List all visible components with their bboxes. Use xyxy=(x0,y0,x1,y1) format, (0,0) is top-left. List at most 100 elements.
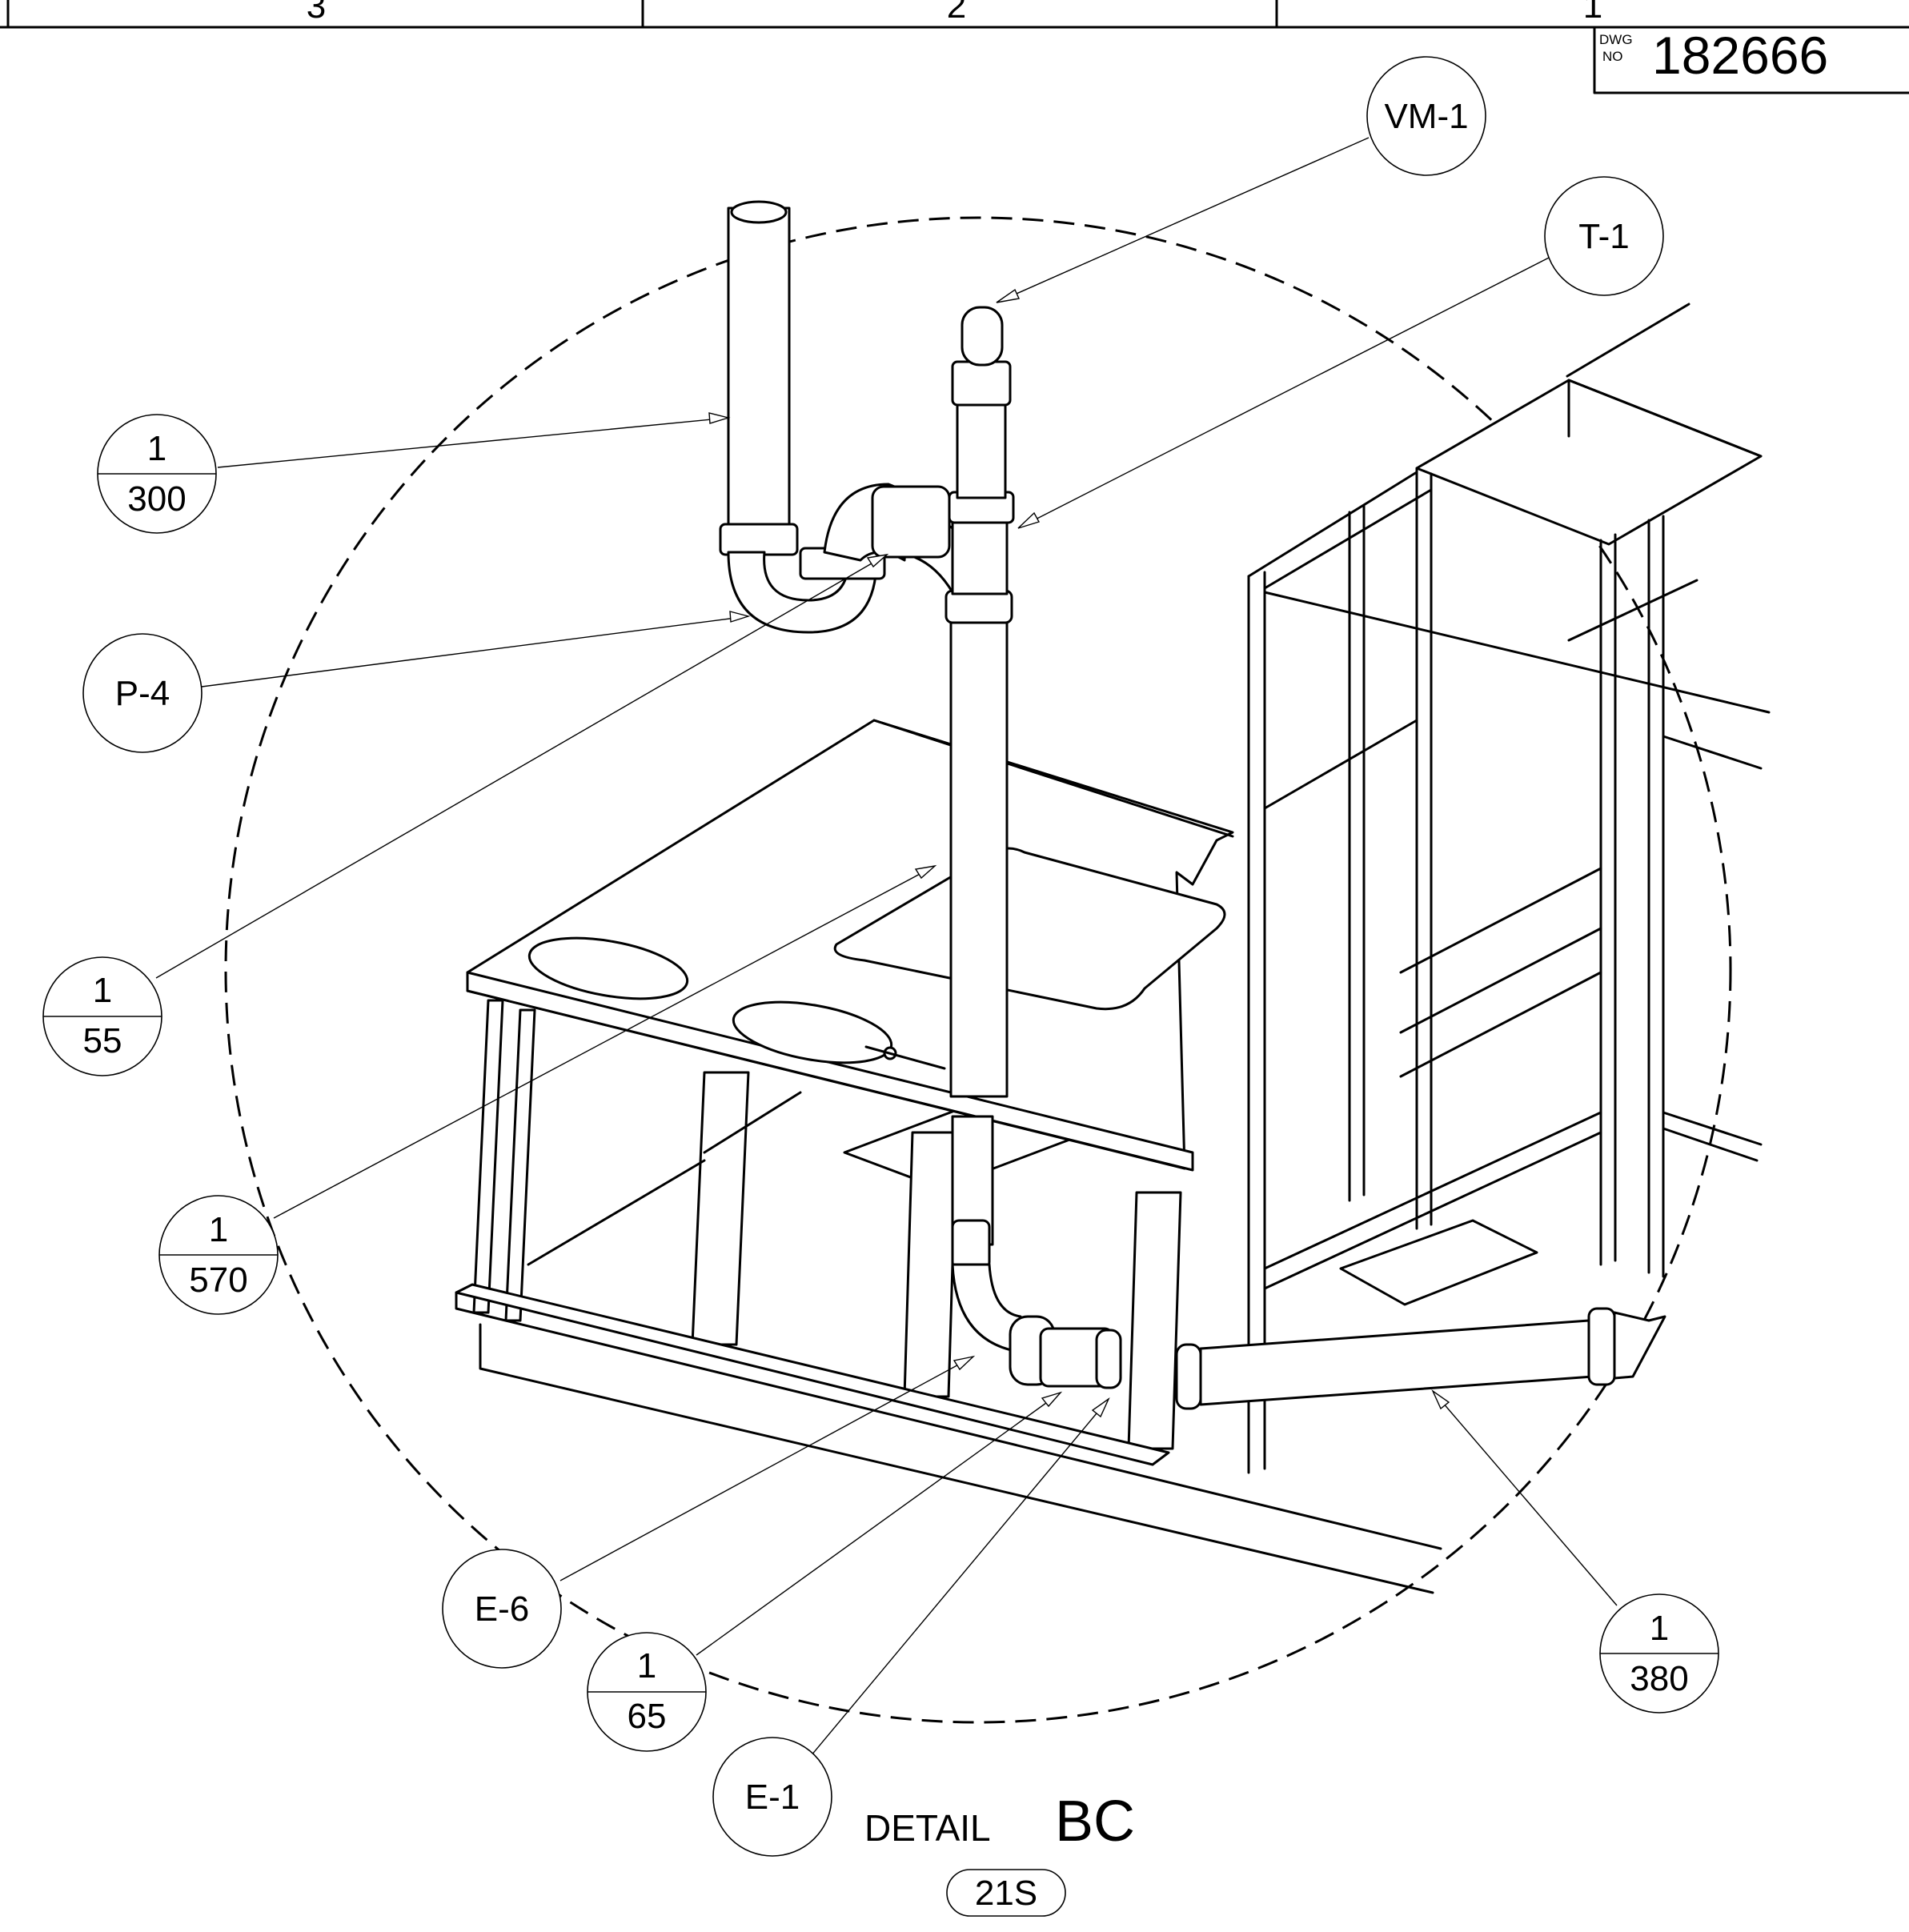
dwg-number: 182666 xyxy=(1652,26,1828,85)
trap-arm-fitting xyxy=(871,485,951,559)
callout-numerator: 1 xyxy=(147,429,166,468)
drain-assembly xyxy=(719,200,1666,1410)
leader-e6 xyxy=(559,1356,974,1581)
vent-riser xyxy=(956,399,1007,499)
frame-rail xyxy=(1263,1111,1602,1270)
detail-label-word: DETAIL xyxy=(864,1807,991,1849)
callout-denominator: 380 xyxy=(1630,1659,1688,1698)
arrow-e6 xyxy=(952,1355,976,1371)
table-bottom-rail-edge xyxy=(455,1291,1442,1550)
pipe-coupling xyxy=(944,589,1013,624)
table-seam xyxy=(864,1045,946,1070)
callout-numerator: 1 xyxy=(1650,1609,1669,1648)
sheet-ref: 21S xyxy=(975,1874,1037,1913)
coupling-flange xyxy=(1095,1329,1122,1389)
sink-cutout xyxy=(732,1000,893,1064)
floor-plate xyxy=(1339,1219,1538,1306)
callout-bubble xyxy=(442,1549,562,1669)
table-leg xyxy=(903,1131,958,1398)
table-top-back-edge xyxy=(872,719,1234,838)
arrow-vm1 xyxy=(996,288,1021,303)
callout-vm1: VM-1 xyxy=(1366,56,1486,176)
zone-label-2: 2 xyxy=(947,0,966,26)
callout-t1: T-1 xyxy=(1544,176,1664,296)
table-leg xyxy=(504,1008,536,1322)
leader-55 xyxy=(155,554,888,979)
horizontal-drain-pipe xyxy=(1199,1319,1594,1406)
callout-380: 1 380 xyxy=(1599,1593,1719,1714)
callout-label: E-6 xyxy=(475,1589,529,1629)
callout-bubble xyxy=(712,1737,832,1857)
callout-e6: E-6 xyxy=(442,1549,562,1669)
callout-label: VM-1 xyxy=(1384,97,1468,136)
leader-t1 xyxy=(1017,257,1550,529)
callout-label: P-4 xyxy=(115,674,170,713)
dwg-label-top: DWG xyxy=(1599,32,1633,47)
callout-denominator: 570 xyxy=(189,1261,247,1300)
frame-rail xyxy=(1263,488,1433,590)
elbow-coupling xyxy=(951,1219,991,1270)
callout-numerator: 1 xyxy=(209,1210,228,1249)
zone-label-1: 1 xyxy=(1583,0,1602,26)
frame-rail xyxy=(1399,867,1602,974)
leader-570 xyxy=(273,865,936,1219)
callout-570: 1 570 xyxy=(158,1195,279,1315)
tailpiece-opening xyxy=(730,200,788,224)
vent-valve-cap xyxy=(961,306,1004,367)
adjacent-frame xyxy=(1247,303,1771,1474)
sheet-ref-oval xyxy=(946,1869,1066,1917)
callout-300: 1 300 xyxy=(97,414,217,534)
zone-label-3: 3 xyxy=(307,0,326,26)
callout-bubble xyxy=(82,633,203,753)
callout-bubble xyxy=(1366,56,1486,176)
callout-denominator: 65 xyxy=(628,1697,667,1736)
table-leg xyxy=(472,999,504,1314)
table-leg xyxy=(691,1071,750,1346)
arrow-55 xyxy=(866,553,889,568)
callout-label: E-1 xyxy=(745,1778,800,1817)
leader-380 xyxy=(1432,1390,1618,1606)
leader-65 xyxy=(696,1392,1061,1656)
table-brace xyxy=(527,1159,706,1266)
dwg-label-bottom: NO xyxy=(1602,49,1623,64)
frame-rail xyxy=(1399,927,1602,1034)
arrow-p4 xyxy=(729,611,751,623)
detail-boundary-circle xyxy=(224,216,1732,1724)
drain-coupling xyxy=(1587,1307,1616,1386)
frame-rail xyxy=(1263,1131,1602,1290)
callout-numerator: 1 xyxy=(637,1646,656,1685)
callout-denominator: 55 xyxy=(83,1021,122,1060)
callout-65: 1 65 xyxy=(587,1632,707,1752)
pipe-hub xyxy=(1175,1343,1202,1410)
leader-e1 xyxy=(806,1398,1109,1762)
leader-vm1 xyxy=(996,137,1370,303)
arrow-570 xyxy=(914,864,937,880)
frame-rail xyxy=(1662,1127,1759,1162)
detail-label: DETAIL BC 21S xyxy=(864,1790,1135,1917)
table-brace xyxy=(703,1091,802,1154)
detail-label-id: BC xyxy=(1055,1790,1135,1854)
drain-pipe-upper xyxy=(949,615,1009,1098)
arrow-300 xyxy=(708,412,731,424)
title-block: 3 2 1 DWG NO 182666 xyxy=(0,0,1909,94)
sink-table xyxy=(455,719,1442,1594)
arrow-65 xyxy=(1041,1391,1063,1408)
callout-e1: E-1 xyxy=(712,1737,832,1857)
sink-basin-cutout xyxy=(833,847,1226,1011)
callout-55: 1 55 xyxy=(42,956,162,1076)
dwg-number-box xyxy=(1593,26,1909,94)
callout-denominator: 300 xyxy=(127,479,186,519)
frame-rail xyxy=(1247,471,1418,578)
frame-edge xyxy=(1567,379,1763,458)
callout-numerator: 1 xyxy=(93,971,112,1010)
frame-rail xyxy=(1263,719,1418,810)
drain-bend xyxy=(1613,1311,1666,1380)
table-skirt xyxy=(479,1323,1434,1594)
adjacent-frame-top xyxy=(1415,379,1763,546)
callout-p4: P-4 xyxy=(82,633,203,753)
frame-edge xyxy=(1566,303,1690,378)
arrow-t1 xyxy=(1017,511,1041,529)
frame-rail xyxy=(1263,591,1771,714)
